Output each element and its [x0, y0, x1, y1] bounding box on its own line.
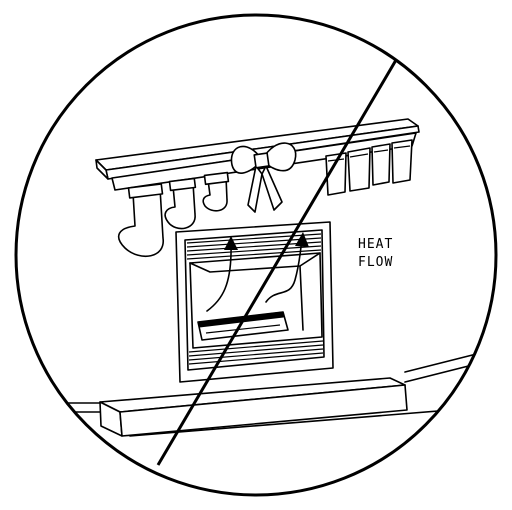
prohibition-sign — [14, 13, 498, 497]
stocking-1 — [117, 183, 164, 257]
illustration — [16, 118, 496, 437]
stocking-3 — [202, 171, 230, 212]
label-line-1: HEAT — [358, 237, 393, 252]
heat-arrows — [206, 232, 309, 312]
bottom-louvers — [188, 340, 324, 365]
label-line-2: FLOW — [358, 255, 393, 270]
hearth — [99, 377, 408, 437]
top-louvers — [186, 233, 322, 260]
stocking-2 — [164, 177, 197, 230]
bow — [230, 142, 297, 213]
hanging-cards — [325, 139, 413, 196]
burner-log — [197, 311, 289, 341]
